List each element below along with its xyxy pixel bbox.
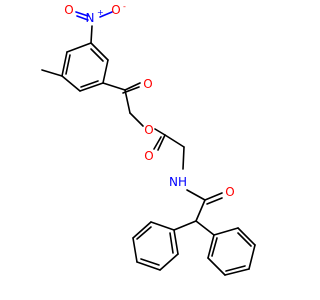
amide-group: NH O <box>169 175 235 222</box>
left-phenyl-bond <box>173 220 197 231</box>
left-phenyl-ring <box>132 221 179 271</box>
carbonyl-o-label: O <box>144 149 153 163</box>
ester-o-label: O <box>144 123 153 137</box>
nitro-n-label: N <box>86 11 95 25</box>
nitro-n-charge: + <box>97 8 104 17</box>
ester-group: O O <box>144 123 185 170</box>
amide-nh-label: NH <box>169 175 187 189</box>
ketone-o-label: O <box>143 77 152 91</box>
molecule-canvas: N + O O - O O O NH O <box>41 2 256 276</box>
top-benzene-ring <box>61 42 109 92</box>
methyl-bond <box>41 69 63 77</box>
ketone-linker: O <box>102 77 153 127</box>
nitro-o-right-label: O <box>111 3 120 17</box>
nitro-o-left-label: O <box>64 3 73 17</box>
right-phenyl-bond <box>195 220 215 236</box>
nitro-group: N + O O - <box>64 2 126 44</box>
nitro-o-charge: - <box>123 2 126 11</box>
amide-o-label: O <box>225 185 234 199</box>
right-phenyl-ring <box>207 227 256 276</box>
structure-diagram: N + O O - O O O NH O <box>41 2 256 276</box>
